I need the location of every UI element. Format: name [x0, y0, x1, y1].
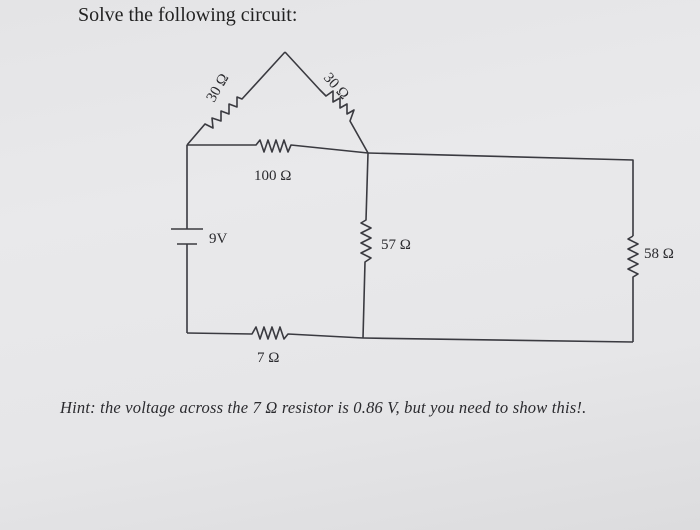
bottom-right-wire — [362, 337, 634, 343]
resistor-30-left-label: 30 Ω — [204, 71, 233, 105]
problem-title: Solve the following circuit: — [78, 4, 298, 26]
top-right-wire — [367, 152, 634, 236]
resistor-100-label: 100 Ω — [254, 168, 291, 184]
resistor-58-label: 58 Ω — [644, 246, 674, 262]
resistor-100-symbol — [187, 139, 369, 154]
resistor-57-label: 57 Ω — [381, 237, 411, 253]
resistor-30-left-symbol — [186, 51, 286, 146]
battery-icon — [171, 228, 203, 245]
resistor-7-symbol — [186, 326, 364, 340]
resistor-30-right-symbol — [284, 51, 369, 154]
hint-text: Hint: the voltage across the 7 Ω resisto… — [60, 398, 587, 417]
source-label: 9V — [209, 231, 228, 247]
resistor-7-label: 7 Ω — [257, 350, 279, 366]
resistor-30-right-label: 30 Ω — [320, 70, 352, 103]
resistor-57-symbol — [360, 152, 372, 339]
resistor-58-symbol — [627, 235, 639, 342]
